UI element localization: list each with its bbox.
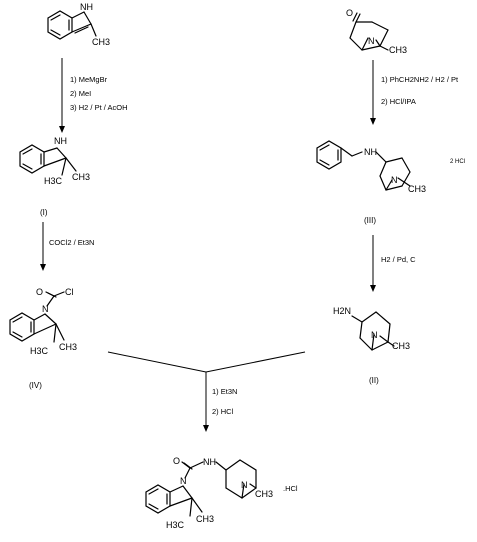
compound-label-III: (III) [364,216,376,225]
n-label: N [42,304,49,314]
h3c-label: H3C [166,520,185,530]
ch3-label: CH3 [59,342,77,352]
ch3-label: CH3 [72,172,90,182]
ch3-label: CH3 [389,45,407,55]
step3-line1: 1) PhCH2NH2 / H2 / Pt [381,75,459,84]
nh-label: NH [54,136,67,146]
arrow-step1 [59,58,65,133]
arrow-step2 [40,222,46,271]
n2-label: N [241,480,248,490]
structure-3-methylindole: NH [47,2,97,40]
o-label: O [346,8,353,18]
nh-label: NH [203,457,216,467]
compound-label-II: (II) [369,376,379,385]
structure-product: O NH N N H3C CH3 CH3 .HCl [145,456,298,530]
ch3-label-1: CH3 [196,514,214,524]
step1-line2: 2) MeI [70,89,91,98]
step5-line1: 1) Et3N [212,387,237,396]
structure-compound-IV: N O Cl H3C CH3 [9,287,77,356]
conditions-step2: COCl2 / Et3N [49,238,94,247]
cl-label: Cl [65,287,74,297]
structure-compound-I: NH H3C CH3 [19,136,90,186]
n-label: N [391,175,398,185]
step1-line3: 3) H2 / Pt / AcOH [70,103,128,112]
step3-line2: 2) HCl/IPA [381,97,416,106]
structure-compound-III: NH N CH3 2 HCl [316,140,465,194]
compound-label-IV: (IV) [29,381,42,390]
compound-label-I: (I) [40,208,48,217]
arrow-step3 [370,60,376,125]
structure-ketone: O N CH3 [346,8,407,55]
ch3-label-2: CH3 [255,489,273,499]
n-label: N [371,330,378,340]
step1-line1: 1) MeMgBr [70,75,108,84]
o-label: O [173,456,180,466]
arrow-step4 [370,235,376,292]
conditions-step4: H2 / Pd, C [381,255,416,264]
salt-label: .HCl [283,484,298,493]
conditions-step3: 1) PhCH2NH2 / H2 / Pt 2) HCl/IPA [381,75,459,106]
nh-label: NH [364,147,377,157]
ch3-label: CH3 [92,37,110,47]
n1-label: N [180,476,187,486]
conditions-step5: 1) Et3N 2) HCl [212,387,237,416]
structure-compound-II: H2N N CH3 [333,306,410,351]
h2n-label: H2N [333,306,351,316]
ch3-label: CH3 [408,184,426,194]
arrow-step5 [107,351,306,432]
h3c-label: H3C [44,176,63,186]
step5-line2: 2) HCl [212,407,234,416]
h3c-label: H3C [30,346,49,356]
conditions-step1: 1) MeMgBr 2) MeI 3) H2 / Pt / AcOH [70,75,128,112]
salt-label: 2 HCl [450,159,465,165]
nh-label: NH [80,2,93,12]
ch3-label: CH3 [392,341,410,351]
o-label: O [36,287,43,297]
n-label: N [368,36,375,46]
